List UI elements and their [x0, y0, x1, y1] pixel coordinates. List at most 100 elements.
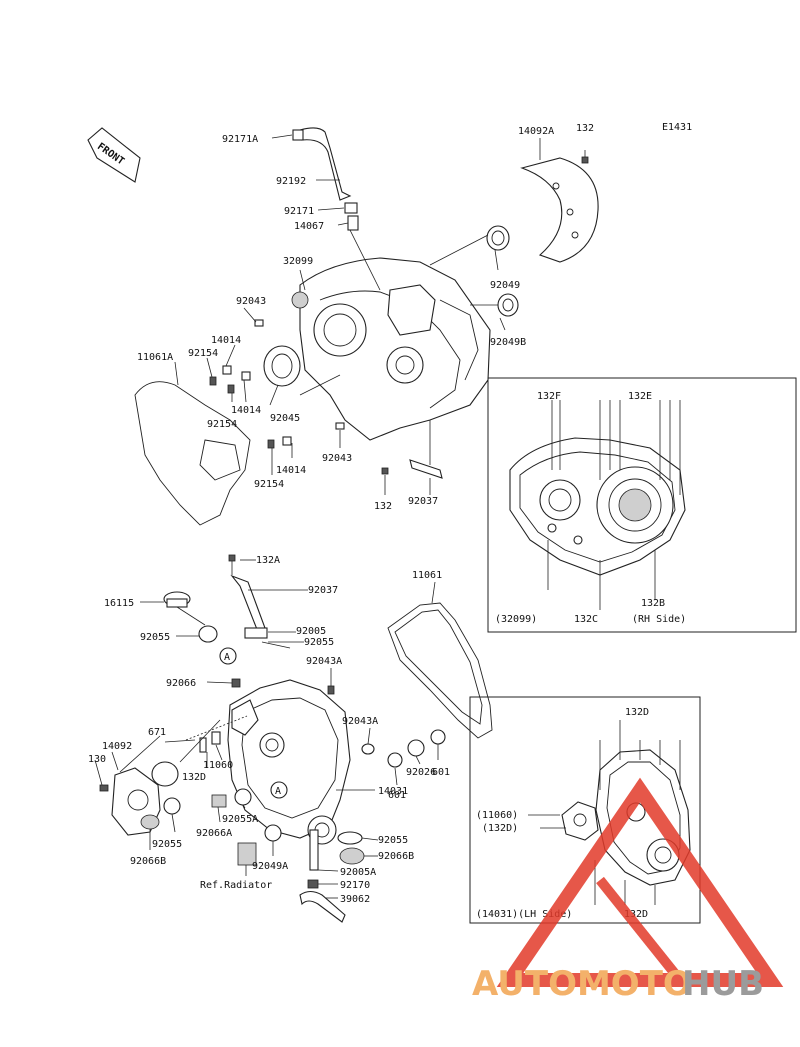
lh-leader-lines [528, 720, 681, 905]
label-92049B: 92049B [490, 337, 526, 348]
label-92154-c: 92154 [254, 479, 284, 490]
label-601-a: 601 [432, 767, 450, 778]
label-14014-a: 14014 [211, 335, 241, 346]
label-92043-a: 92043 [236, 296, 266, 307]
bolt-92154-c [267, 439, 275, 449]
callout-a-lower-label: A [275, 786, 281, 797]
diagram-code: E1431 [662, 122, 692, 133]
seal-92026 [407, 739, 425, 757]
label-92154-b: 92154 [207, 419, 237, 430]
label-132D: 132D [182, 772, 206, 783]
label-92055-d: 92055 [378, 835, 408, 846]
callout-a-upper [219, 647, 237, 665]
gasket-11061 [387, 602, 493, 739]
seal-92049B [497, 293, 519, 317]
label-92055-b: 92055 [304, 637, 334, 648]
rh-leader-lines [547, 400, 681, 610]
seal-92049A [264, 824, 282, 842]
dowel-92043-a [254, 319, 264, 327]
rh-side-detail-box [487, 377, 797, 633]
o-ring-671 [151, 761, 179, 787]
radiator-fitting [237, 842, 257, 866]
cover-plate-14092A [520, 157, 599, 263]
label-92045: 92045 [270, 413, 300, 424]
label-92005: 92005 [296, 626, 326, 637]
fitting-92005 [244, 627, 268, 639]
seal-601-a [430, 729, 446, 745]
label-39062: 39062 [340, 894, 370, 905]
leader-lines-top [174, 134, 541, 495]
clamp-92171A [292, 129, 304, 141]
plug-92066B-a [140, 814, 160, 830]
watermark-text-automoto: AUTOMOTO [472, 964, 692, 1004]
label-130: 130 [88, 754, 106, 765]
rh-label-132F: 132F [537, 391, 561, 402]
clamp-92170 [307, 879, 319, 889]
watermark-triangle-logo [496, 777, 784, 987]
seal-92045 [263, 345, 301, 387]
breather-hose [292, 127, 352, 201]
rh-label-32099: (32099) [495, 614, 537, 625]
label-92066B-a: 92066B [130, 856, 166, 867]
o-ring-92055-c [163, 797, 181, 815]
oil-filler-cap-16115 [163, 591, 206, 626]
label-92055A: 92055A [222, 814, 258, 825]
label-11060: 11060 [203, 760, 233, 771]
label-132A: 132A [256, 555, 280, 566]
hose-39062 [299, 890, 346, 923]
collar-14014-b [241, 371, 251, 381]
o-ring-92055-a [198, 625, 218, 643]
o-ring-92055A [234, 788, 252, 806]
label-92055-a: 92055 [140, 632, 170, 643]
gasket-11061A [134, 381, 251, 526]
clamp-92171 [344, 202, 358, 214]
bolt-92066 [231, 678, 241, 688]
seal-92049 [486, 225, 510, 251]
label-92049A: 92049A [252, 861, 288, 872]
label-92170: 92170 [340, 880, 370, 891]
rh-label-132E: 132E [628, 391, 652, 402]
collar-14014-a [222, 365, 232, 375]
label-92171A: 92171A [222, 134, 258, 145]
label-92171: 92171 [284, 206, 314, 217]
lh-label-132D-bottom: 132D [624, 909, 648, 920]
label-32099: 32099 [283, 256, 313, 267]
label-92043A-b: 92043A [342, 716, 378, 727]
label-92005A: 92005A [340, 867, 376, 878]
label-671: 671 [148, 727, 166, 738]
bolt-92154-b [227, 384, 235, 394]
plug-92066A [211, 794, 227, 808]
label-92043-b: 92043 [322, 453, 352, 464]
engine-cover-14031 [227, 679, 351, 845]
seal-601-b [387, 752, 403, 768]
lh-label-14031: (14031)(LH Side) [476, 909, 572, 920]
dowel-92043A-a [327, 685, 335, 695]
collar-14014-c [282, 436, 292, 446]
callout-a-upper-label: A [224, 652, 230, 663]
lh-cover-detail [561, 749, 691, 886]
label-92043A-a: 92043A [306, 656, 342, 667]
label-ref-radiator: Ref.Radiator [200, 880, 272, 891]
watermark-triangle-stroke [596, 876, 684, 984]
label-11061: 11061 [412, 570, 442, 581]
dowel-92043-b [335, 422, 345, 430]
leader-lines-lower [94, 559, 439, 899]
rh-label-side: (RH Side) [632, 614, 686, 625]
label-92066A: 92066A [196, 828, 232, 839]
rh-label-132B: 132B [641, 598, 665, 609]
pipe-92005A [309, 829, 319, 871]
lh-label-11060: (11060) [476, 810, 518, 821]
label-92192: 92192 [276, 176, 306, 187]
lh-label-132D-top: 132D [625, 707, 649, 718]
bolt-130 [99, 784, 109, 792]
label-92026: 92026 [406, 767, 436, 778]
label-132-top: 132 [576, 123, 594, 134]
label-92066: 92066 [166, 678, 196, 689]
label-92049: 92049 [490, 280, 520, 291]
o-ring-92055-d [337, 831, 363, 845]
watermark-text-hub: HUB [682, 964, 764, 1004]
label-92154-a: 92154 [188, 348, 218, 359]
lh-side-detail-box [469, 696, 701, 924]
